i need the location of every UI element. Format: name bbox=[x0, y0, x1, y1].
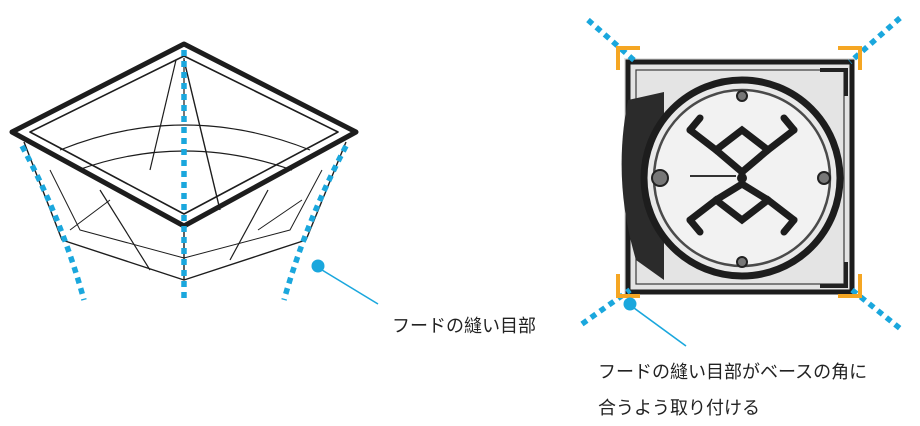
seam-line-top-left bbox=[586, 17, 638, 65]
callout-pointer-right bbox=[623, 297, 687, 347]
corner-marks bbox=[616, 46, 862, 298]
seam-marker-lines-left bbox=[19, 50, 349, 301]
base-top-view-photo bbox=[621, 58, 855, 295]
corner-mark-bottom-right bbox=[838, 274, 862, 298]
callout-label-right-line2: 合うよう取り付ける bbox=[598, 398, 760, 419]
corner-mark-top-left bbox=[616, 46, 640, 70]
seam-line-top-right bbox=[848, 15, 902, 65]
callout-label-left: フードの縫い目部 bbox=[392, 316, 536, 337]
corner-mark-bottom-left bbox=[616, 274, 640, 298]
corner-mark-top-right bbox=[838, 46, 862, 70]
seam-line-right bbox=[281, 144, 349, 301]
seam-line-left bbox=[19, 144, 87, 301]
callout-pointer-left bbox=[311, 259, 379, 305]
callout-label-right-line1: フードの縫い目部がベースの角に bbox=[598, 362, 868, 383]
